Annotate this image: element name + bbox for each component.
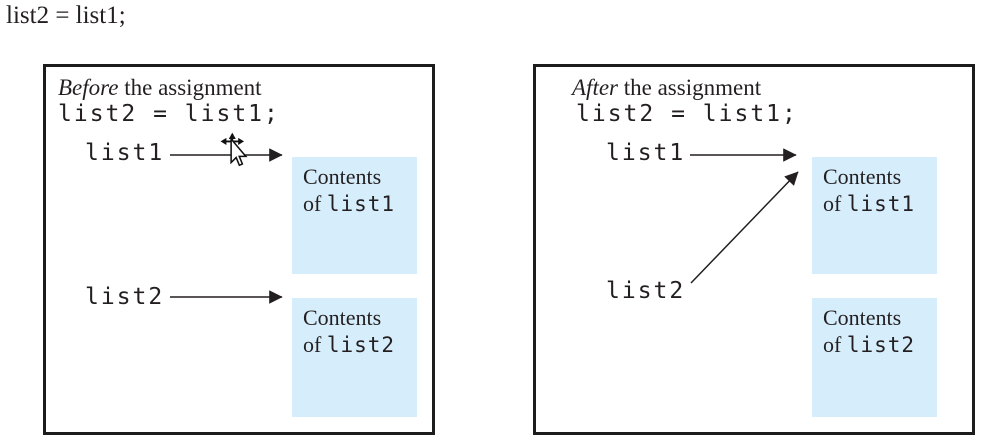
contents-line2-prefix: of	[303, 332, 327, 357]
panel-before-assignment: Before the assignment list2 = list1; lis…	[43, 64, 435, 435]
contents-line1: Contents	[823, 305, 902, 330]
contents-box-list1: Contents of list1	[292, 157, 417, 274]
contents-box-list2: Contents of list2	[292, 298, 417, 417]
contents-line2-var: list1	[326, 192, 396, 216]
contents-line2-prefix: of	[303, 191, 327, 216]
contents-line1: Contents	[823, 164, 902, 189]
panel-title-emphasis: After	[572, 75, 618, 100]
panel-title-emphasis: Before	[58, 75, 119, 100]
arrow-list2-diagonal-to-contents	[690, 171, 799, 284]
var-label-list2: list2	[606, 278, 686, 304]
code-statement: list2 = list1;	[6, 2, 126, 29]
contents-line1: Contents	[303, 305, 382, 330]
var-label-list1: list1	[85, 140, 165, 166]
contents-box-list2: Contents of list2	[812, 298, 937, 417]
panel-title: After the assignment	[572, 75, 761, 101]
var-label-list1: list1	[606, 140, 686, 166]
contents-line2-prefix: of	[823, 191, 847, 216]
panel-code-line: list2 = list1;	[58, 101, 280, 127]
panel-code-line: list2 = list1;	[576, 101, 798, 127]
panel-title-rest: the assignment	[618, 75, 762, 100]
contents-line2-prefix: of	[823, 332, 847, 357]
panel-title-rest: the assignment	[118, 75, 262, 100]
panel-after-assignment: After the assignment list2 = list1; list…	[533, 64, 975, 435]
contents-line1: Contents	[303, 164, 382, 189]
contents-line2-var: list2	[846, 333, 916, 357]
move-cursor-icon	[220, 132, 248, 167]
var-label-list2: list2	[85, 284, 165, 310]
contents-box-list1: Contents of list1	[812, 157, 937, 274]
contents-line2-var: list2	[326, 333, 396, 357]
panel-title: Before the assignment	[58, 75, 262, 101]
contents-line2-var: list1	[846, 192, 916, 216]
